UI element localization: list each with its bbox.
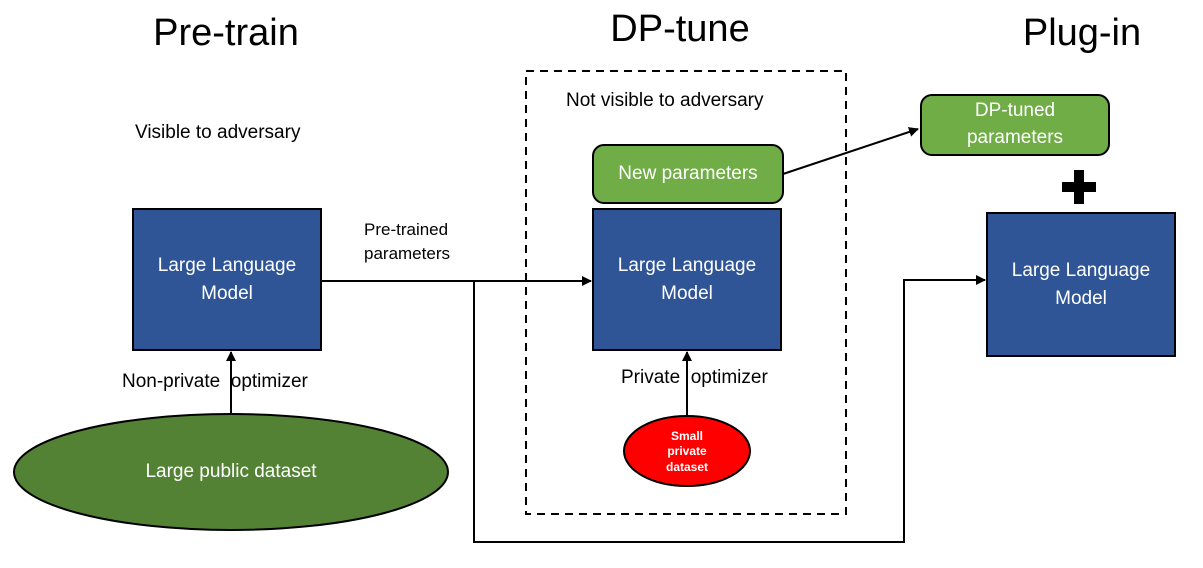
- dptune-title: DP-tune: [610, 8, 750, 50]
- dp-tuned-parameters-label: DP-tuned parameters: [966, 100, 1064, 148]
- new-parameters-box: New parameters: [592, 144, 784, 204]
- private-dataset-label: Small private dataset: [665, 428, 709, 474]
- plugin-title: Plug-in: [1022, 12, 1142, 54]
- pretrain-title: Pre-train: [153, 12, 299, 54]
- plus-icon: [1062, 170, 1096, 204]
- new-parameters-label: New parameters: [618, 162, 758, 184]
- private-optimizer-label: Private optimizer: [621, 367, 768, 388]
- plugin-model-label: Large Language Model: [1011, 259, 1151, 309]
- pretrained-parameters-label: Pre-trained parameters: [364, 220, 450, 263]
- arrow-newparams-to-tuned: [782, 127, 919, 175]
- pretrain-model-label: Large Language Model: [157, 254, 297, 304]
- plugin-model-box: Large Language Model: [986, 212, 1176, 357]
- not-visible-to-adversary-label: Not visible to adversary: [566, 90, 764, 111]
- dp-tuned-parameters-box: DP-tuned parameters: [920, 94, 1110, 156]
- dptune-model-label: Large Language Model: [617, 254, 757, 304]
- arrow-pretrain-to-plugin: [473, 275, 986, 543]
- nonprivate-optimizer-label: Non-private optimizer: [122, 371, 308, 392]
- visible-to-adversary-label: Visible to adversary: [135, 122, 301, 143]
- public-dataset-label: Large public dataset: [145, 461, 317, 482]
- dptune-model-box: Large Language Model: [592, 208, 782, 351]
- private-region-border: [525, 70, 847, 515]
- pretrain-model-box: Large Language Model: [132, 208, 322, 351]
